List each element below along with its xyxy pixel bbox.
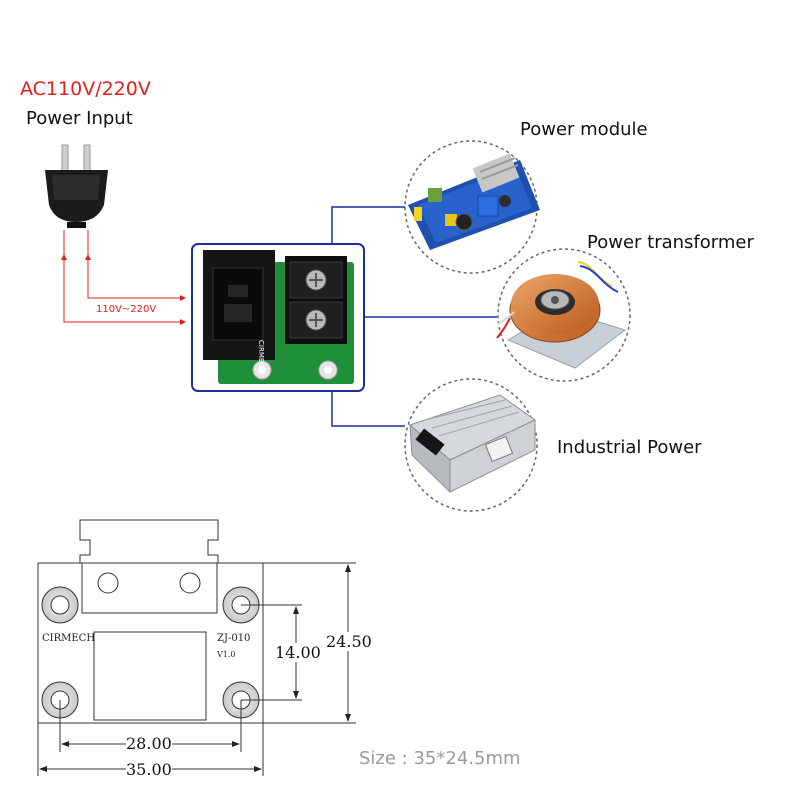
power-input-label: Power Input <box>26 108 133 129</box>
size-note: Size : 35*24.5mm <box>359 748 521 769</box>
ac-wires <box>61 230 186 325</box>
dim-total-width: 35.00 <box>126 760 172 779</box>
switching-power-supply-photo <box>404 378 538 512</box>
voltage-title: AC110V/220V <box>20 78 151 100</box>
drawing-version: V1.0 <box>217 650 236 659</box>
target-label-power-transformer: Power transformer <box>587 232 754 253</box>
target-label-industrial-power: Industrial Power <box>557 437 702 458</box>
target-label-power-module: Power module <box>520 119 648 140</box>
drawing-brand: CIRMECH <box>42 633 96 644</box>
drawing-model: ZJ-010 <box>217 633 251 644</box>
dim-total-height: 24.50 <box>326 632 372 651</box>
toroidal-transformer-photo <box>496 248 631 382</box>
dim-hole-vertical: 14.00 <box>275 643 321 662</box>
dimension-drawing <box>37 519 356 776</box>
power-plug-icon <box>45 144 108 228</box>
wire-voltage-label: 110V~220V <box>96 304 157 315</box>
dim-hole-horizontal: 28.00 <box>126 734 172 753</box>
board-brand-text: CIRMECH <box>257 340 265 373</box>
board-photo <box>191 243 365 392</box>
power-module-photo <box>404 140 540 274</box>
connector-lines <box>331 206 497 427</box>
